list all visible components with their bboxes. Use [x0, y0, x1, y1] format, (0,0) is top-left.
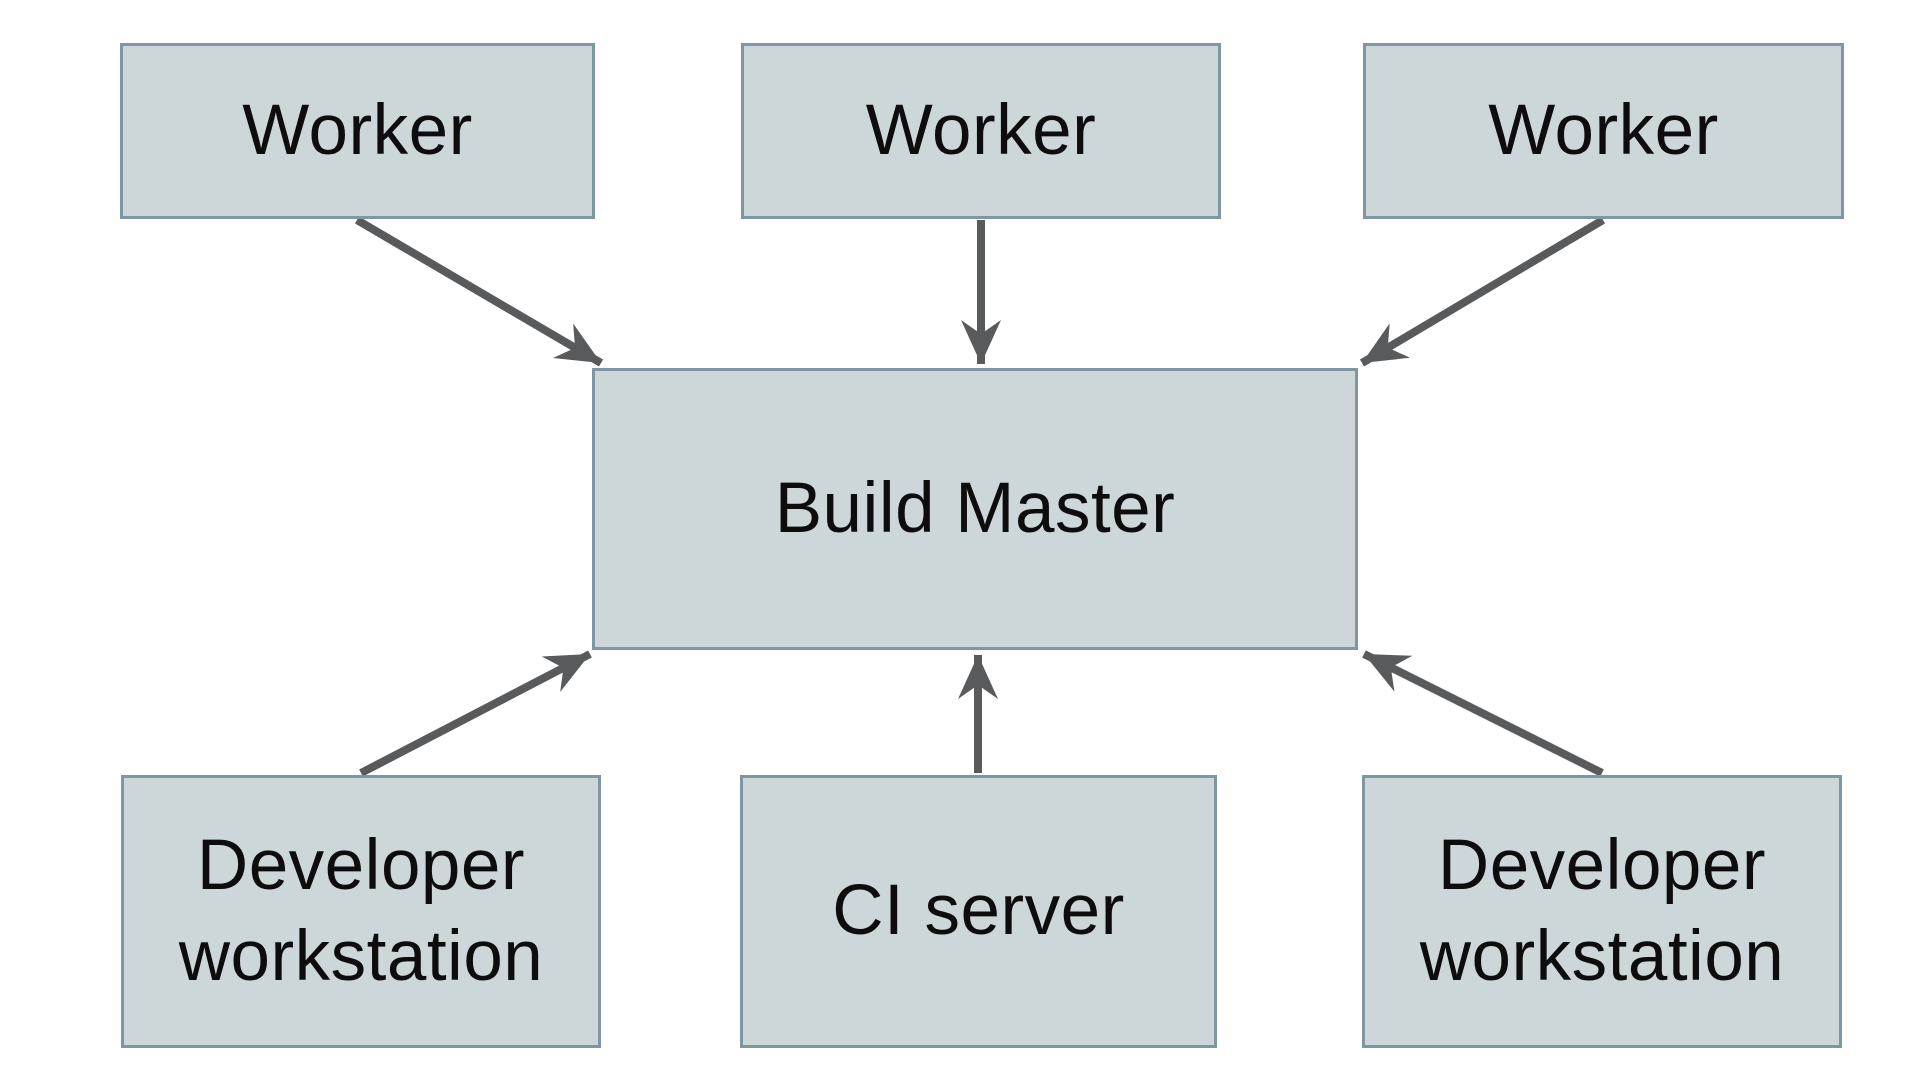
node-worker-2: Worker — [741, 43, 1221, 219]
node-dev-workstation-right: Developer workstation — [1362, 775, 1842, 1048]
node-ci-server: CI server — [740, 775, 1217, 1048]
node-label-dev-workstation-left: Developer workstation — [178, 825, 544, 996]
node-label-ci-server: CI server — [832, 871, 1125, 951]
node-build-master: Build Master — [592, 368, 1358, 650]
node-label-build-master: Build Master — [774, 468, 1176, 548]
node-label-worker-1: Worker — [242, 90, 473, 170]
node-dev-workstation-left: Developer workstation — [121, 775, 601, 1048]
node-label-worker-2: Worker — [865, 90, 1097, 170]
node-worker-1: Worker — [120, 43, 595, 219]
node-worker-3: Worker — [1363, 43, 1844, 219]
node-label-dev-workstation-right: Developer workstation — [1419, 825, 1785, 996]
node-label-worker-3: Worker — [1488, 90, 1719, 170]
